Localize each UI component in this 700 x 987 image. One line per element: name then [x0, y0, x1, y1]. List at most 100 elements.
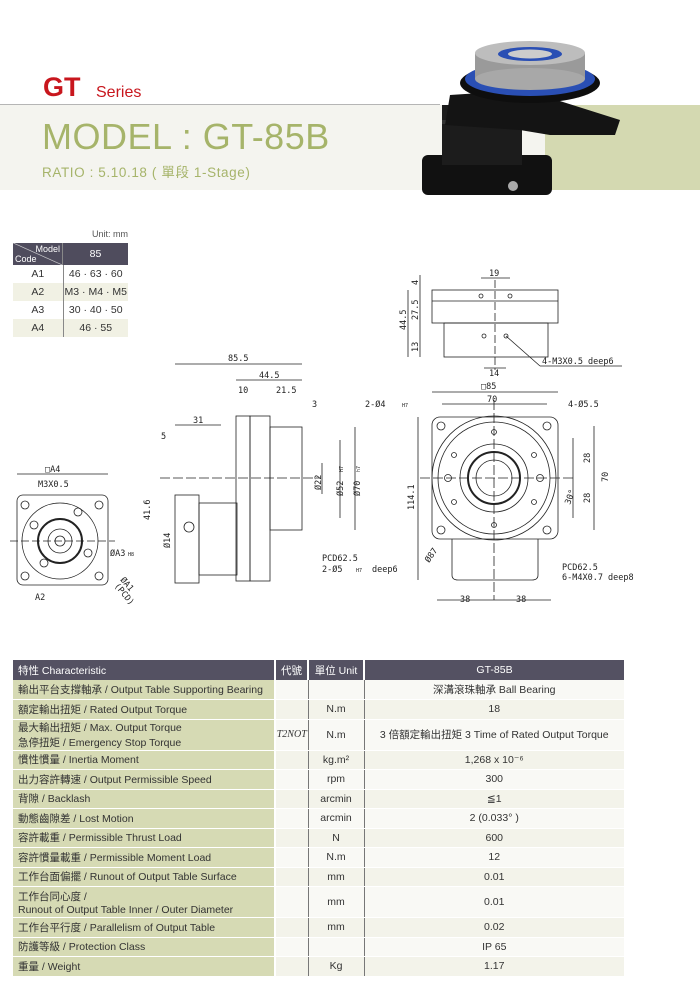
characteristic-label: 防護等級 / Protection Class	[18, 941, 146, 954]
unit-cell: N.m	[308, 719, 365, 751]
characteristic-label: 慣性慣量 / Inertia Moment	[18, 754, 139, 767]
characteristic-cell: 容許載重 / Permissible Thrust Load	[13, 828, 276, 848]
header-model: GT-85B	[364, 660, 624, 680]
code-cell	[275, 680, 309, 700]
value-cell: IP 65	[364, 937, 624, 957]
characteristic-cell: 背隙 / Backlash	[13, 789, 276, 809]
characteristic-label: 背隙 / Backlash	[18, 793, 91, 806]
value-cell: 3 倍額定輸出扭矩 3 Time of Rated Output Torque	[364, 719, 624, 751]
dim-label: 44.5	[399, 310, 409, 330]
unit-cell	[308, 937, 365, 957]
code-cell	[275, 789, 309, 809]
series-code: GT	[43, 72, 81, 102]
characteristic-label: 動態齒隙差 / Lost Motion	[18, 812, 134, 825]
unit-cell: kg.m²	[308, 750, 365, 770]
table-row: 防護等級 / Protection Class IP 65	[13, 937, 624, 957]
dim-label: deep6	[372, 565, 398, 575]
characteristic-label: 容許慣量載重 / Permissible Moment Load	[18, 851, 212, 864]
characteristic-cell: 重量 / Weight	[13, 956, 276, 977]
dim-label: PCD62.5	[562, 563, 598, 573]
characteristic-cell: 輸出平台支撐軸承 / Output Table Supporting Beari…	[13, 680, 276, 700]
dim-label: 10	[238, 386, 248, 396]
side-view	[160, 363, 356, 584]
unit-cell: N.m	[308, 847, 365, 868]
code-cell	[275, 886, 309, 918]
characteristic-label: 額定輸出扭矩 / Rated Output Torque	[18, 703, 188, 716]
spec-header-row: 特性 Characteristic 代號 單位 Unit GT-85B	[13, 660, 624, 680]
characteristic-cell: 慣性慣量 / Inertia Moment	[13, 750, 276, 770]
unit-cell: arcmin	[308, 808, 365, 829]
unit-cell: mm	[308, 917, 365, 938]
code-cell	[275, 867, 309, 887]
dim-label: 5	[161, 432, 166, 442]
unit-note: Unit: mm	[92, 229, 128, 239]
dim-label: Ø87	[422, 546, 440, 565]
code-cell: T2NOT	[275, 719, 309, 751]
dim-label: 38	[516, 595, 526, 605]
characteristic-cell: 容許慣量載重 / Permissible Moment Load	[13, 847, 276, 868]
code-cell	[275, 847, 309, 868]
value-cell: 46 · 63 · 60	[68, 268, 123, 280]
characteristic-label-2: 急停扭矩 / Emergency Stop Torque	[18, 736, 182, 749]
dim-label: 70	[487, 395, 497, 405]
code-cell	[275, 769, 309, 790]
dim-label: 41.6	[143, 500, 153, 520]
table-row: 工作台同心度 /Runout of Output Table Inner / O…	[13, 886, 624, 918]
characteristic-cell: 動態齒隙差 / Lost Motion	[13, 808, 276, 829]
code-cell: A3	[13, 301, 64, 319]
characteristic-label: 工作台同心度 /	[18, 890, 87, 903]
dim-label: 4-Ø5.5	[568, 399, 599, 410]
dim-label: ØA3	[110, 548, 125, 559]
dim-label: H7	[402, 403, 408, 409]
value-cell: 46 · 55	[63, 319, 128, 337]
dim-label: Ø14	[162, 533, 173, 548]
dim-label: 114.1	[407, 484, 417, 510]
dim-label: □85	[481, 382, 496, 392]
header-code: 代號	[275, 660, 309, 680]
unit-cell: mm	[308, 886, 365, 918]
characteristic-cell: 工作台同心度 /Runout of Output Table Inner / O…	[13, 886, 276, 918]
dim-label: 13	[411, 342, 421, 352]
characteristic-label: 輸出平台支撐軸承 / Output Table Supporting Beari…	[18, 684, 263, 696]
dim-label: 30°	[563, 488, 578, 506]
dim-label: 14	[489, 369, 499, 379]
value-cell: 12	[364, 847, 624, 868]
characteristic-label: 重量 / Weight	[18, 960, 81, 973]
code-cell: A4	[13, 319, 64, 337]
dim-label: 27.5	[411, 300, 421, 320]
unit-cell: Kg	[308, 956, 365, 977]
page-title: MODEL : GT-85B	[42, 116, 330, 157]
dim-label: H7	[356, 568, 362, 574]
unit-cell	[308, 680, 365, 700]
value-cell: ≦1	[364, 789, 624, 809]
dim-label: Ø52	[335, 481, 346, 496]
dim-label: 44.5	[259, 371, 279, 381]
value-cell: 0.02	[364, 917, 624, 938]
value-cell: 深溝滾珠軸承 Ball Bearing	[364, 680, 624, 700]
input-flange-view	[10, 473, 115, 586]
dim-label: H8	[128, 552, 134, 558]
header-characteristic: 特性 Characteristic	[13, 660, 276, 680]
header-unit: 單位 Unit	[308, 660, 365, 680]
code-cell: A2	[13, 283, 64, 301]
unit-cell: rpm	[308, 769, 365, 790]
dim-label: A2	[35, 593, 45, 603]
dim-label: 19	[489, 269, 499, 279]
dim-label: Ø70	[352, 481, 363, 496]
unit-cell: mm	[308, 867, 365, 887]
code-cell	[275, 750, 309, 770]
dim-label: 4-M3X0.5 deep6	[542, 357, 614, 367]
code-cell	[275, 808, 309, 829]
dim-label: M3X0.5	[38, 480, 69, 490]
dim-label: 70	[601, 472, 611, 482]
